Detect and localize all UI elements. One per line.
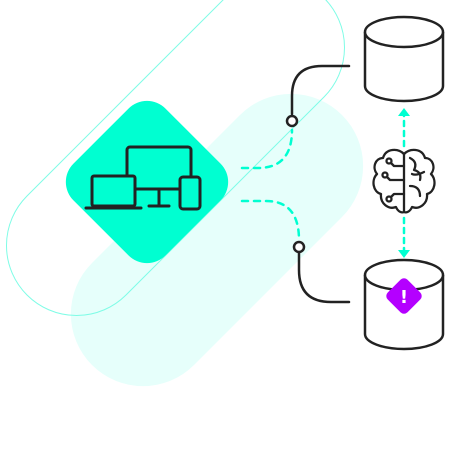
junction-points xyxy=(285,114,306,254)
brain-node-1 xyxy=(385,157,393,165)
database-top-lid xyxy=(363,15,445,49)
laptop-screen-icon xyxy=(90,174,137,208)
top-dashed-connector xyxy=(240,128,294,170)
background-decor xyxy=(5,0,364,387)
device-hub-node[interactable] xyxy=(55,90,239,274)
database-bottom-node[interactable]: ! xyxy=(363,258,445,351)
ai-brain-node[interactable] xyxy=(372,148,436,214)
alert-badge: ! xyxy=(386,278,422,314)
database-top-body xyxy=(363,32,445,103)
phone-icon xyxy=(178,175,202,211)
monitor-stand-icon xyxy=(147,187,171,208)
device-hub-diamond xyxy=(65,100,229,264)
top-junction-dot xyxy=(285,114,299,128)
alert-badge-diamond xyxy=(386,278,422,314)
multi-device-icon xyxy=(84,145,202,211)
bottom-solid-connector xyxy=(297,251,351,304)
up-arrowhead-icon xyxy=(398,108,410,116)
database-top-icon xyxy=(363,15,445,103)
arrowheads xyxy=(398,108,410,258)
bottom-junction-dot xyxy=(292,240,306,254)
soft-capsule-shape xyxy=(70,93,364,387)
brain-right-fold-1 xyxy=(408,156,422,182)
database-top-node[interactable] xyxy=(363,15,445,103)
top-solid-connector xyxy=(290,64,351,116)
brain-right-fold-3 xyxy=(410,170,426,176)
brain-node-3 xyxy=(385,195,393,203)
connectors xyxy=(240,64,406,304)
alert-icon: ! xyxy=(400,287,408,308)
brain-node-2 xyxy=(381,171,389,179)
brain-right-fold-2 xyxy=(408,184,422,198)
bottom-dashed-connector xyxy=(240,199,301,242)
down-arrowhead-icon xyxy=(398,250,410,258)
outline-capsule-shape xyxy=(5,0,346,317)
brain-icon xyxy=(372,148,436,214)
